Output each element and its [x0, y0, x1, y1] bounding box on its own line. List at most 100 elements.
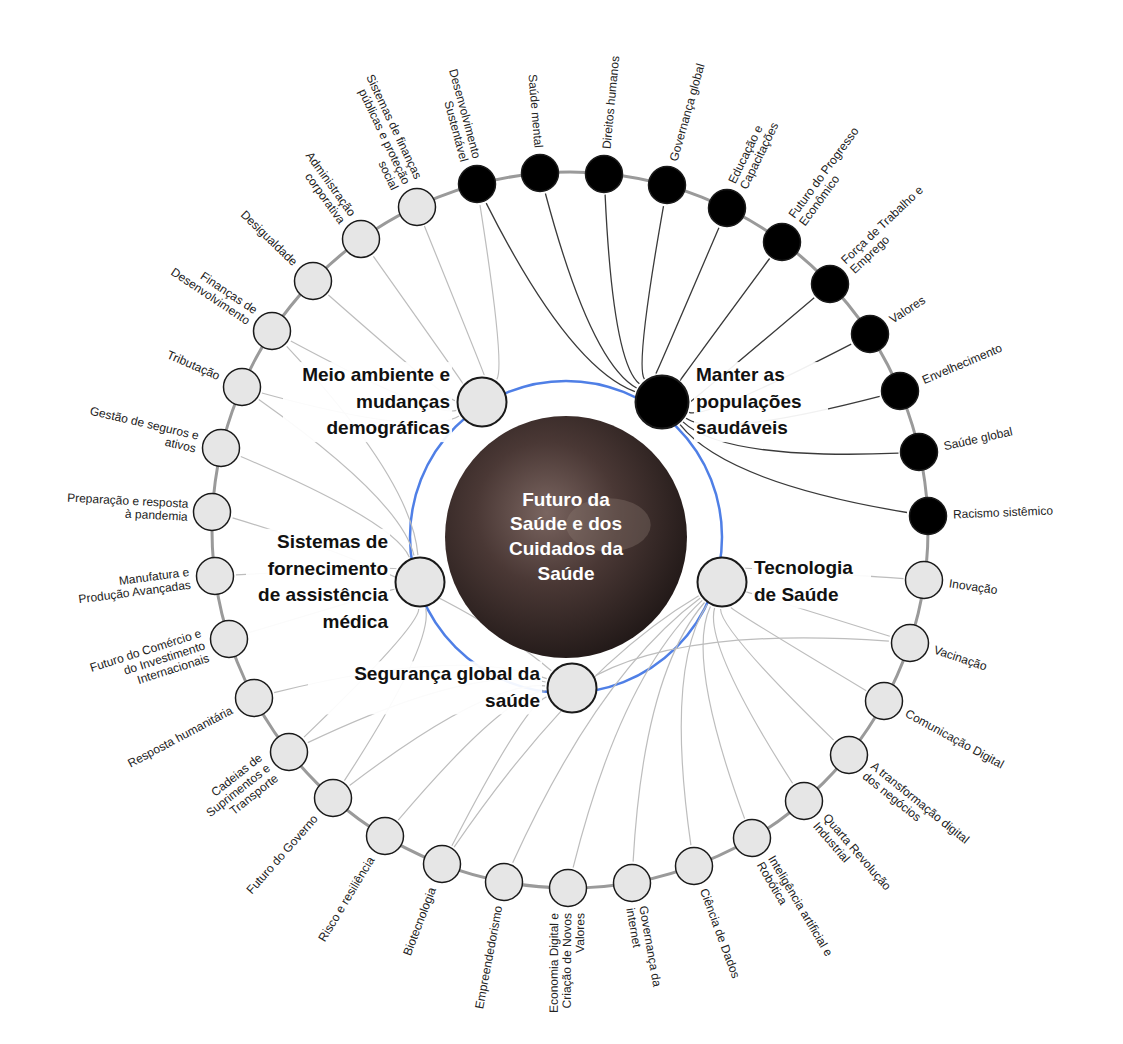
link-line — [656, 228, 719, 374]
outer-ring — [212, 172, 928, 888]
topic-circle: Inovação — [904, 560, 944, 600]
topic-circle: Quarta Revolução Industrial — [784, 781, 824, 821]
circle-shape — [209, 619, 249, 659]
topic-circle: Administração corporativa — [341, 219, 381, 259]
topic-circle: Resposta humanitária — [234, 678, 274, 718]
circle-shape — [484, 862, 524, 902]
topic-label: Comunicação Digital — [903, 708, 1019, 779]
circle-outline — [881, 373, 918, 410]
circle-outline — [210, 620, 247, 657]
circle-outline — [254, 313, 291, 350]
link-line — [721, 609, 834, 740]
circle-outline — [830, 736, 867, 773]
topic-label: Ciência de Dados — [696, 887, 752, 1009]
circle-outline — [785, 782, 822, 819]
circle-outline — [548, 664, 597, 713]
circle-shape — [195, 556, 235, 596]
circle-shape — [696, 556, 748, 608]
topic-label: Força de Trabalho e Emprego — [839, 171, 948, 276]
theme-circle: Manter as populações saudáveis — [634, 374, 690, 430]
circle-outline — [891, 624, 928, 661]
topic-circle: Ciência de Dados — [674, 846, 714, 886]
circle-shape — [880, 371, 920, 411]
circle-shape — [612, 863, 652, 903]
topic-label: Governança global — [668, 39, 715, 163]
circle-outline — [698, 558, 747, 607]
topic-circle: Educação e Capacitações — [707, 188, 747, 228]
circle-shape — [899, 432, 939, 472]
theme-circle: Tecnologia de Saúde — [696, 556, 748, 608]
topic-label: Finanças de Desenvolvimento — [140, 237, 259, 328]
theme-label: Tecnologia de Saúde — [752, 555, 871, 608]
circle-shape — [192, 492, 232, 532]
topic-circle: A transformação digital dos negócios — [829, 735, 869, 775]
circle-shape — [456, 376, 508, 428]
circle-outline — [906, 562, 943, 599]
circle-outline — [586, 155, 623, 192]
circle-shape — [341, 219, 381, 259]
circle-shape — [546, 662, 598, 714]
hub-title: Futuro da Saúde e dos Cuidados da Saúde — [506, 488, 626, 587]
topic-circle: Tributação — [222, 367, 262, 407]
topic-label: Manufatura e Produção Avançadas — [65, 566, 192, 608]
topic-label: Futuro do Governo — [229, 813, 322, 915]
circle-outline — [424, 846, 461, 883]
link-line — [713, 608, 792, 783]
circle-outline — [733, 820, 770, 857]
circle-outline — [812, 266, 849, 303]
topic-label: Economia Digital e Criação de Novos Valo… — [547, 913, 587, 1038]
link-line — [633, 603, 704, 862]
circle-outline — [398, 188, 435, 225]
circle-shape — [810, 264, 850, 304]
circle-outline — [194, 493, 231, 530]
topic-label: A transformação digital dos negócios — [860, 760, 974, 859]
link-line — [703, 606, 745, 818]
topic-label: Desenvolvimento Sustentável — [425, 36, 483, 164]
circle-outline — [851, 316, 888, 353]
circle-outline — [223, 369, 260, 406]
topic-circle: Comunicação Digital — [864, 681, 904, 721]
link-line — [486, 203, 635, 392]
circle-shape — [732, 818, 772, 858]
circle-outline — [343, 221, 380, 258]
circle-shape — [445, 416, 687, 658]
circle-shape — [394, 556, 446, 608]
circle-shape — [784, 781, 824, 821]
circle-outline — [613, 864, 650, 901]
circle-outline — [196, 558, 233, 595]
topic-label: Cadeias de Suprimentos e Transporte — [159, 752, 282, 860]
topic-circle: Vacinação — [890, 623, 930, 663]
topic-label: Valores — [887, 247, 999, 326]
topic-circle: Economia Digital e Criação de Novos Valo… — [548, 868, 588, 908]
circle-shape — [313, 778, 353, 818]
topic-circle: Preparação e resposta à pandemia — [192, 492, 232, 532]
topic-label: Tributação — [101, 322, 221, 384]
circle-outline — [649, 167, 686, 204]
topic-circle: Futuro do Comércio e do Investimento Int… — [209, 619, 249, 659]
circle-shape — [762, 222, 802, 262]
link-line — [642, 206, 663, 379]
circle-shape — [647, 165, 687, 205]
topic-circle: Gestão de seguros e ativos — [201, 428, 241, 468]
circle-outline — [445, 416, 687, 658]
topic-circle: Saúde global — [899, 432, 939, 472]
circle-shape — [634, 374, 690, 430]
circle-outline — [458, 166, 495, 203]
theme-label: Meio ambiente e mudanças demográficas — [283, 362, 452, 442]
topic-label: Empreendedorismo — [470, 905, 506, 1030]
circle-outline — [396, 558, 445, 607]
topic-label: Quarta Revolução Industrial — [810, 811, 912, 923]
topic-circle: Governança da internet — [612, 863, 652, 903]
circle-outline — [486, 863, 523, 900]
circle-shape — [201, 428, 241, 468]
link-line — [596, 638, 889, 676]
circle-shape — [584, 154, 624, 194]
topic-label: Saúde global — [942, 413, 1067, 453]
topic-label: Inovação — [948, 577, 1074, 608]
circle-outline — [901, 434, 938, 471]
topic-label: Futuro do Progresso Econômico — [786, 113, 881, 229]
link-line — [681, 605, 707, 846]
topic-label: Biotecnologia — [383, 885, 440, 1006]
inner-ring — [410, 381, 722, 693]
topic-label: Desigualdade — [200, 172, 299, 268]
